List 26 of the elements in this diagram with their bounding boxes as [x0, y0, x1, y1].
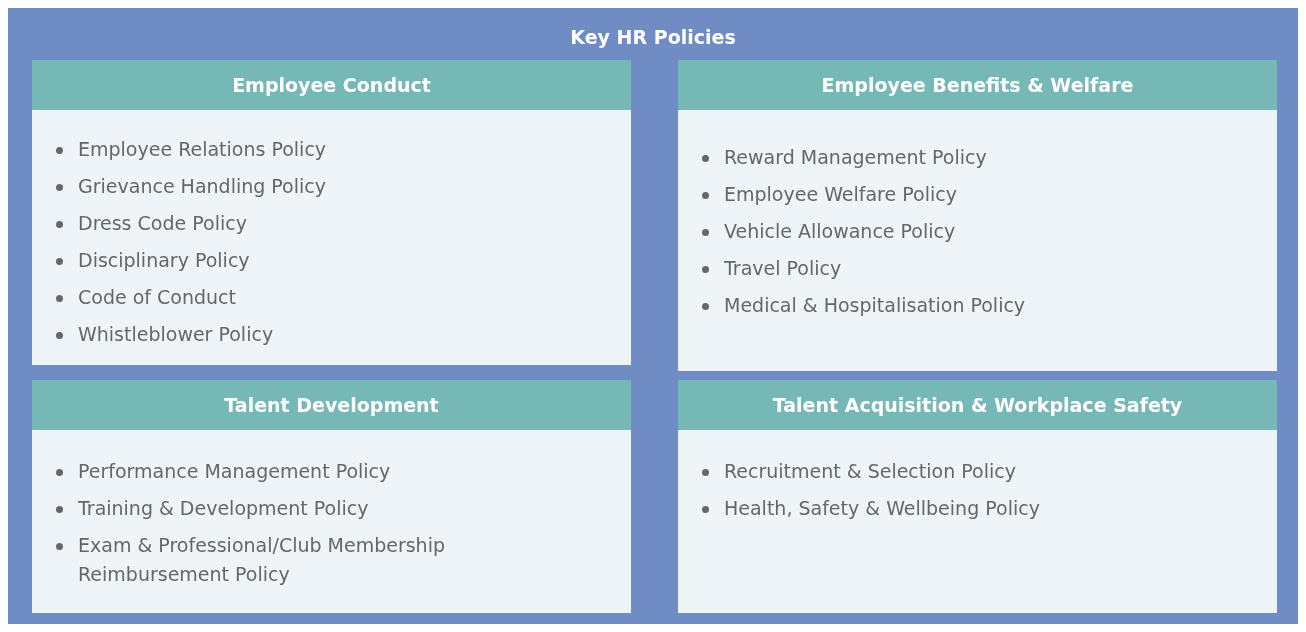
list-item: Recruitment & Selection Policy — [702, 457, 1016, 486]
panel-title: Key HR Policies — [569, 26, 737, 48]
list-item: Code of Conduct — [56, 283, 236, 312]
card-header: Talent Development — [32, 380, 631, 430]
policy-card — [678, 60, 1277, 371]
policy-card — [32, 60, 631, 365]
card-header: Talent Acquisition & Workplace Safety — [678, 380, 1277, 430]
list-item: Employee Relations Policy — [56, 135, 327, 164]
list-item: Whistleblower Policy — [56, 320, 274, 349]
list-item: Training & Development Policy — [56, 494, 369, 523]
list-item: Disciplinary Policy — [56, 246, 250, 275]
list-item: Exam & Professional/Club Membership Reimbursement Policy — [56, 531, 478, 589]
list-item: Reward Management Policy — [702, 143, 987, 172]
policy-card — [32, 380, 631, 613]
card-header: Employee Benefits & Welfare — [678, 60, 1277, 110]
outer-panel — [8, 8, 1298, 624]
list-item: Health, Safety & Wellbeing Policy — [702, 494, 1040, 523]
list-item: Dress Code Policy — [56, 209, 247, 238]
policy-card — [678, 380, 1277, 613]
list-item: Medical & Hospitalisation Policy — [702, 291, 1026, 320]
list-item: Travel Policy — [702, 254, 842, 283]
list-item: Vehicle Allowance Policy — [702, 217, 956, 246]
list-item: Employee Welfare Policy — [702, 180, 957, 209]
list-item: Performance Management Policy — [56, 457, 391, 486]
card-header: Employee Conduct — [32, 60, 631, 110]
list-item: Grievance Handling Policy — [56, 172, 326, 201]
